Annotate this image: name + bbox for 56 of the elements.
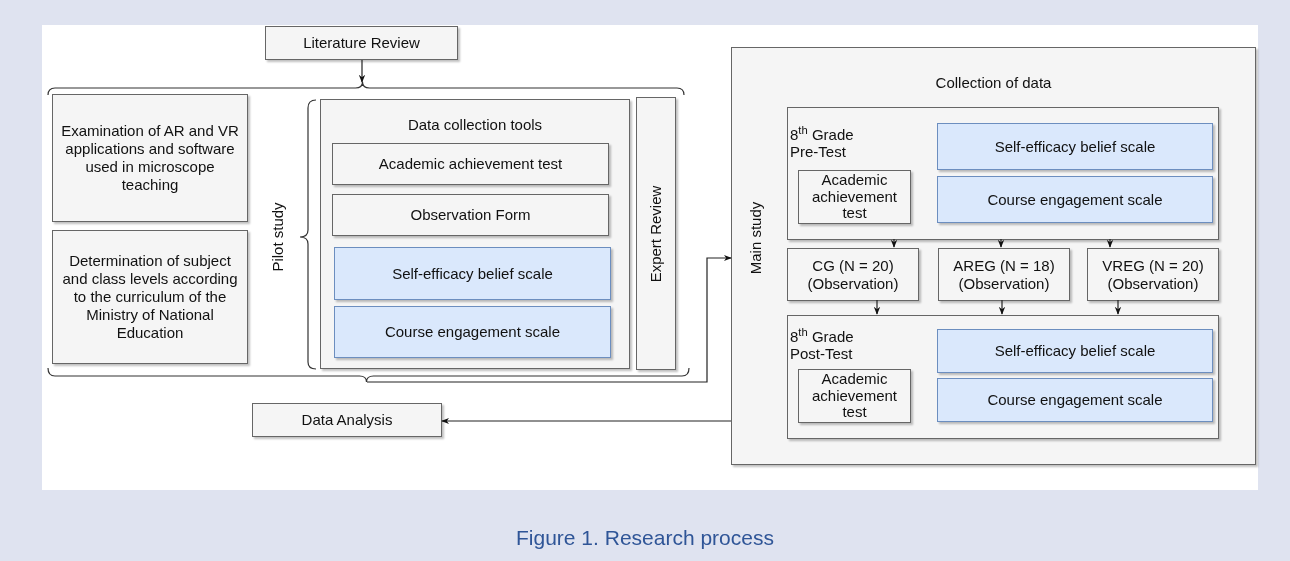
arrow — [998, 299, 1006, 315]
group-box — [787, 315, 1219, 439]
box-text: Course engagement scale — [987, 391, 1163, 409]
box-heading: 8$^{th}$ Grade Pre-Test — [790, 126, 855, 161]
process-box — [636, 97, 676, 370]
group-box — [320, 99, 630, 369]
arrow — [997, 238, 1005, 248]
arrow — [873, 299, 881, 315]
process-box — [937, 329, 1213, 373]
process-box — [937, 176, 1213, 223]
box-text: Observation Form — [410, 206, 531, 224]
process-box — [332, 194, 609, 236]
box-text: Self-efficacy belief scale — [994, 342, 1156, 360]
group-panel — [731, 47, 1256, 465]
box-text: AREG (N = 18) (Observation) — [952, 256, 1056, 293]
process-box — [52, 230, 248, 364]
arrow — [1106, 238, 1114, 248]
process-box — [787, 248, 919, 301]
process-box — [938, 248, 1070, 301]
box-heading: 8$^{th}$ Grade Post-Test — [790, 328, 855, 363]
side-label: Pilot study — [267, 202, 287, 272]
box-text: Course engagement scale — [384, 323, 561, 341]
box-text: Course engagement scale — [987, 190, 1163, 209]
box-text: Main study — [745, 201, 765, 275]
process-box — [265, 26, 458, 60]
process-box — [332, 143, 609, 185]
caption: Figure 1. Research process — [515, 525, 775, 551]
process-box — [1087, 248, 1219, 301]
process-box — [252, 403, 442, 437]
process-box — [52, 94, 248, 222]
box-text: Self-efficacy belief scale — [994, 137, 1156, 156]
arrow — [358, 59, 366, 83]
box-text: Academic achievement test — [810, 371, 899, 421]
box-heading: Collection of data — [934, 73, 1053, 93]
box-text: Literature Review — [303, 34, 420, 52]
box-text: Determination of subject and class levels according to the curriculum of the Ministry of National Education — [61, 252, 239, 342]
group-box — [787, 107, 1219, 240]
arrow — [441, 417, 732, 425]
box-heading: Data collection tools — [406, 115, 544, 135]
arrow — [890, 238, 898, 248]
process-box — [798, 170, 911, 224]
box-text: Academic achievement test — [810, 172, 899, 222]
process-box — [334, 247, 611, 300]
box-text: Examination of AR and VR applications and software used in microscope teaching — [60, 122, 240, 194]
box-text: Academic achievement test — [378, 155, 563, 173]
box-text: Data Analysis — [301, 411, 393, 429]
box-text: CG (N = 20) (Observation) — [806, 256, 900, 293]
box-text: VREG (N = 20) (Observation) — [1101, 256, 1205, 293]
process-box — [937, 123, 1213, 170]
box-text: Expert Review — [645, 185, 665, 282]
process-box — [798, 369, 911, 423]
box-text: Self-efficacy belief scale — [392, 264, 553, 283]
arrow — [366, 254, 732, 383]
process-box — [334, 306, 611, 358]
arrow — [1114, 299, 1122, 315]
process-box — [937, 378, 1213, 422]
